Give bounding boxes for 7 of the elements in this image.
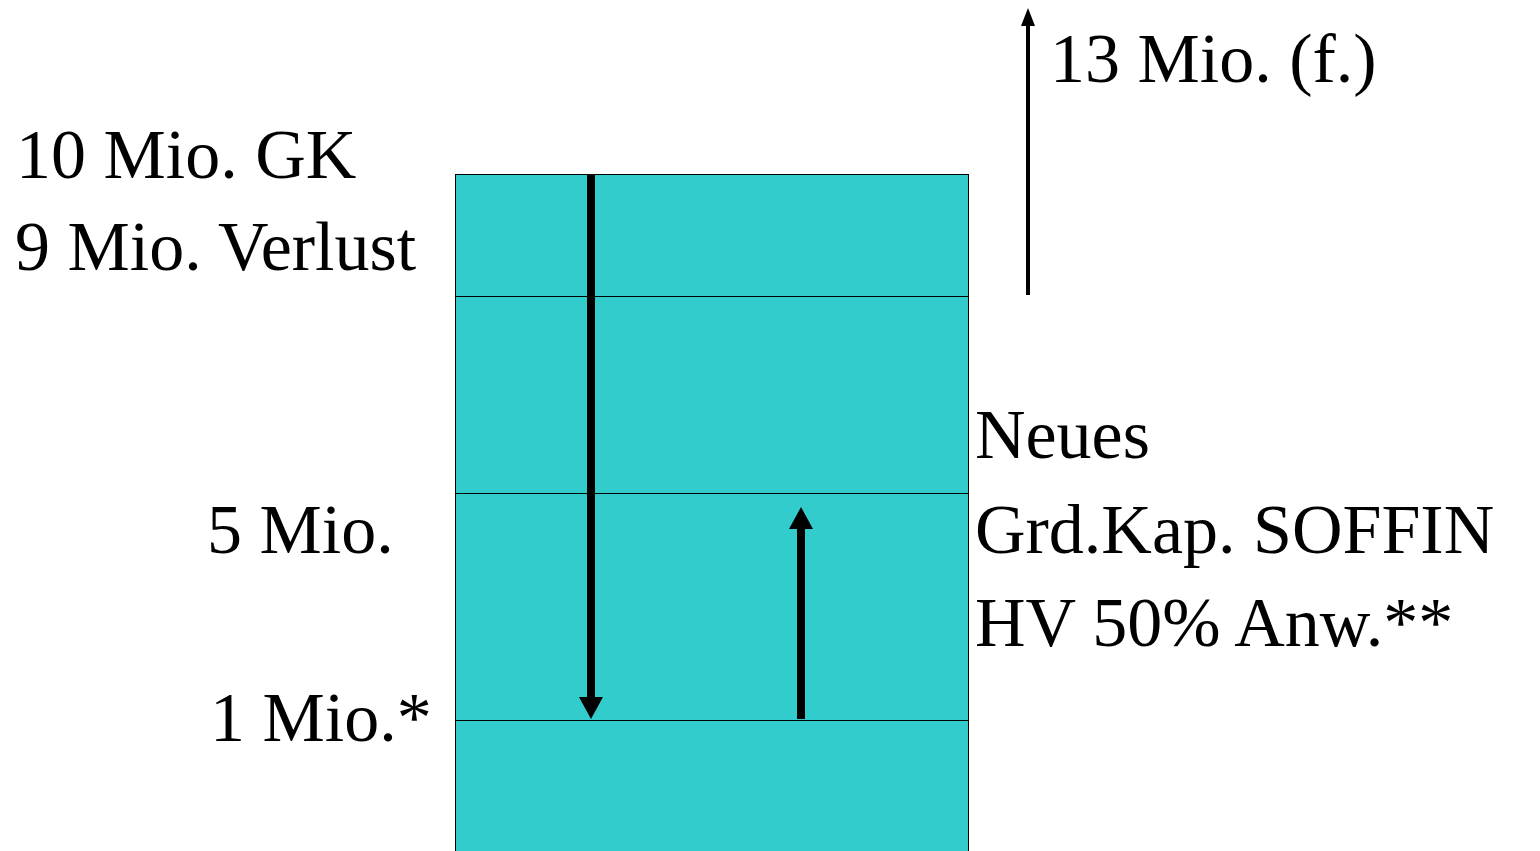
amount-label: 9 Mio. Verlust	[15, 212, 417, 282]
amount-label: 1 Mio.*	[210, 683, 432, 753]
amount-label: HV 50% Anw.**	[975, 588, 1454, 658]
amount-label: 5 Mio.	[207, 495, 394, 565]
amount-label: Neues	[975, 400, 1150, 470]
amount-label: 10 Mio. GK	[16, 120, 357, 190]
stacked-column	[455, 174, 969, 851]
